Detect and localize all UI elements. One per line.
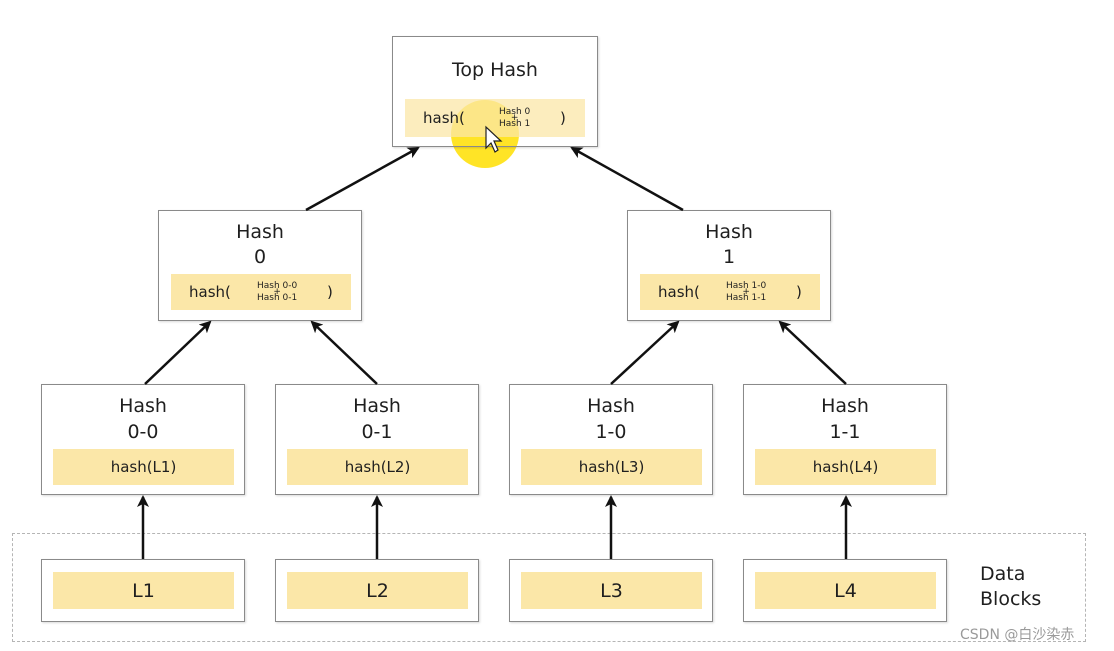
hash-0-1-node: Hash 0-1 hash(L2)	[275, 384, 479, 495]
hash-1-node: Hash 1 hash( Hash 1-0 + Hash 1-1 )	[627, 210, 831, 321]
hash-0-1-title-line2: 0-1	[361, 421, 393, 443]
hash-0-0-title-line2: 0-0	[127, 421, 159, 443]
data-block-l4-label: L4	[755, 572, 936, 609]
arrow-hash-0-0-to-hash-0	[144, 320, 212, 385]
hash-1-1-title-line2: 1-1	[829, 421, 861, 443]
hash-1-1-title-line1: Hash	[821, 395, 869, 417]
hash-1-0-title-line1: Hash	[587, 395, 635, 417]
data-block-l3-label: L3	[521, 572, 702, 609]
close-paren: )	[560, 109, 566, 127]
hash-0-1-title-line1: Hash	[353, 395, 401, 417]
hash-0-title-line2: 0	[253, 246, 267, 268]
mouse-pointer-icon	[485, 125, 503, 153]
close-paren: )	[796, 283, 802, 301]
data-blocks-label: Data Blocks	[980, 562, 1041, 612]
arrow-hash-0-1-to-hash-0	[310, 320, 378, 385]
hash-1-1-value: hash(L4)	[755, 449, 936, 485]
hash-0-0-title-line1: Hash	[119, 395, 167, 417]
top-hash-title: Top Hash	[452, 59, 538, 81]
hash-0-node: Hash 0 hash( Hash 0-0 + Hash 0-1 )	[158, 210, 362, 321]
watermark: CSDN @白沙染赤	[960, 627, 1075, 643]
hash-0-title-line1: Hash	[236, 221, 284, 243]
plus-sign: +	[273, 287, 281, 297]
input-b: Hash 1	[499, 119, 531, 129]
data-blocks-label-line2: Blocks	[980, 588, 1042, 610]
input-a: Hash 0	[499, 107, 531, 117]
data-blocks-label-line1: Data	[980, 563, 1026, 585]
input-a: Hash 1-0	[726, 281, 767, 291]
close-paren: )	[327, 283, 333, 301]
arrow-hash-1-1-to-hash-1	[778, 320, 847, 385]
data-block-l2: L2	[275, 559, 479, 622]
data-block-l2-label: L2	[287, 572, 468, 609]
data-block-l1: L1	[41, 559, 245, 622]
hash-0-formula: hash( Hash 0-0 + Hash 0-1 )	[171, 274, 351, 310]
arrow-hash-1-to-top-hash	[570, 146, 684, 212]
input-a: Hash 0-0	[257, 281, 298, 291]
hash-0-1-value: hash(L2)	[287, 449, 468, 485]
data-block-l3: L3	[509, 559, 713, 622]
hash-inputs: Hash 0 + Hash 1	[499, 107, 531, 129]
top-hash-node: Top Hash hash( Hash 0 + Hash 1 )	[392, 36, 598, 147]
hash-inputs: Hash 1-0 + Hash 1-1	[726, 281, 767, 303]
hash-1-formula: hash( Hash 1-0 + Hash 1-1 )	[640, 274, 820, 310]
plus-sign: +	[510, 113, 519, 123]
hash-function-label: hash(	[189, 283, 231, 301]
hash-1-0-title-line2: 1-0	[595, 421, 627, 443]
hash-0-0-value: hash(L1)	[53, 449, 234, 485]
hash-1-title-line1: Hash	[705, 221, 753, 243]
top-hash-formula: hash( Hash 0 + Hash 1 )	[405, 99, 585, 137]
data-block-l1-label: L1	[53, 572, 234, 609]
data-blocks-region	[12, 533, 1086, 642]
hash-1-0-node: Hash 1-0 hash(L3)	[509, 384, 713, 495]
arrow-hash-0-to-top-hash	[305, 146, 420, 212]
hash-1-1-node: Hash 1-1 hash(L4)	[743, 384, 947, 495]
arrow-hash-1-0-to-hash-1	[610, 320, 680, 385]
hash-function-label: hash(	[658, 283, 700, 301]
hash-inputs: Hash 0-0 + Hash 0-1	[257, 281, 298, 303]
input-b: Hash 0-1	[257, 293, 298, 303]
hash-0-0-node: Hash 0-0 hash(L1)	[41, 384, 245, 495]
plus-sign: +	[742, 287, 750, 297]
data-block-l4: L4	[743, 559, 947, 622]
hash-1-0-value: hash(L3)	[521, 449, 702, 485]
hash-1-title-line2: 1	[722, 246, 736, 268]
input-b: Hash 1-1	[726, 293, 767, 303]
hash-function-label: hash(	[423, 109, 465, 127]
